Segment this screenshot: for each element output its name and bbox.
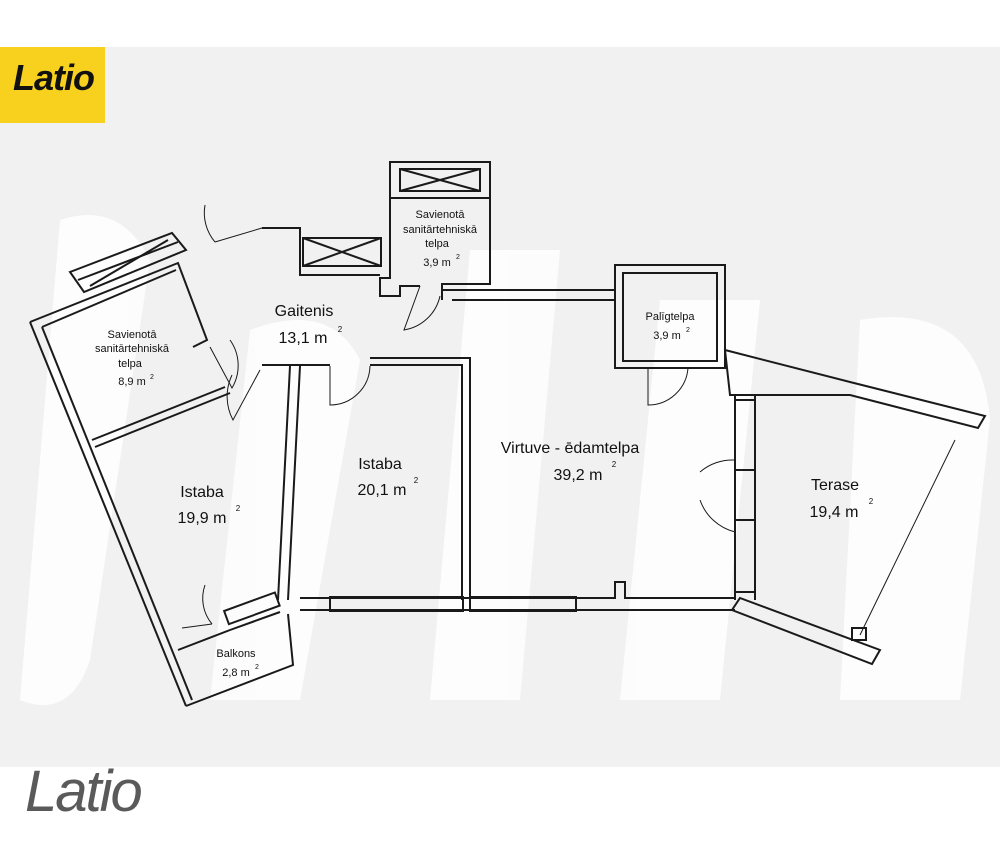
terrace-bottom (730, 596, 882, 666)
room-mid-sup: 2 (414, 476, 419, 485)
utility-area: 3,9 m (653, 330, 681, 342)
bath-left-bottom-wall (91, 386, 226, 441)
logo-top-text: Latio (13, 57, 95, 98)
hall-sup: 2 (338, 325, 343, 334)
balcony-area: 2,8 m (222, 667, 250, 679)
terrace-top (723, 348, 987, 430)
room-mid-name: Istaba (358, 456, 402, 473)
upper-left-shaft (68, 231, 188, 294)
hall-area: 13,1 m (279, 330, 328, 347)
brand-logo-bottom: Latio (25, 759, 143, 824)
bath-top-line2: sanitārtehniskā (403, 224, 478, 236)
window-kitchen (469, 596, 577, 612)
label-bath-left: Savienotā sanitārtehniskā telpa 8,9 m 2 (95, 329, 170, 388)
bath-top-sup: 2 (456, 254, 460, 261)
balcony-outline (185, 613, 295, 707)
balcony-name: Balkons (216, 648, 256, 660)
window-mid (329, 596, 464, 612)
walls (29, 161, 987, 707)
label-utility: Palīgtelpa 3,9 m 2 (646, 311, 696, 342)
kitchen-name: Virtuve - ēdamtelpa (501, 440, 640, 457)
bath-top-wall-left (379, 162, 420, 297)
bath-left-line3: telpa (118, 358, 143, 370)
hall-name: Gaitenis (275, 303, 334, 320)
shaft-vent (399, 168, 481, 192)
bath-top-line3: telpa (425, 238, 450, 250)
duct (302, 237, 382, 267)
bath-left-line2: sanitārtehniskā (95, 343, 170, 355)
left-outer-wall (29, 321, 187, 707)
utility-sup: 2 (686, 327, 690, 334)
bath-top-line1: Savienotā (416, 209, 466, 221)
label-kitchen: Virtuve - ēdamtelpa 39,2 m 2 (501, 440, 640, 484)
brand-logo-top: Latio (0, 47, 105, 123)
label-terrace: Terase 19,4 m 2 (810, 477, 874, 521)
kitchen-sup: 2 (612, 460, 617, 469)
room-left-sup: 2 (236, 504, 241, 513)
label-bath-top: Savienotā sanitārtehniskā telpa 3,9 m 2 (403, 209, 478, 269)
bath-left-sup: 2 (150, 374, 154, 381)
label-hall: Gaitenis 13,1 m 2 (275, 303, 343, 347)
label-balcony: Balkons 2,8 m 2 (216, 648, 259, 679)
utility-wall-inner (622, 272, 718, 362)
terrace-sup: 2 (869, 497, 874, 506)
terrace-rail (859, 439, 956, 636)
left-upper-wall (29, 261, 209, 348)
bath-top-area: 3,9 m (423, 257, 451, 269)
kitchen-area: 39,2 m (554, 467, 603, 484)
utility-name: Palīgtelpa (646, 311, 696, 323)
terrace-name: Terase (811, 477, 859, 494)
terrace-area: 19,4 m (810, 504, 859, 521)
bath-left-area: 8,9 m (118, 376, 146, 388)
doors (181, 204, 736, 629)
utility-wall-outer (614, 264, 726, 369)
bath-top-wall-right (441, 162, 491, 300)
label-room-left: Istaba 19,9 m 2 (178, 484, 241, 527)
bath-left-line1: Savienotā (108, 329, 158, 341)
room-left-area: 19,9 m (178, 510, 227, 527)
label-room-mid: Istaba 20,1 m 2 (358, 456, 419, 499)
balcony-sup: 2 (255, 664, 259, 671)
room-mid-area: 20,1 m (358, 482, 407, 499)
room-left-name: Istaba (180, 484, 224, 501)
